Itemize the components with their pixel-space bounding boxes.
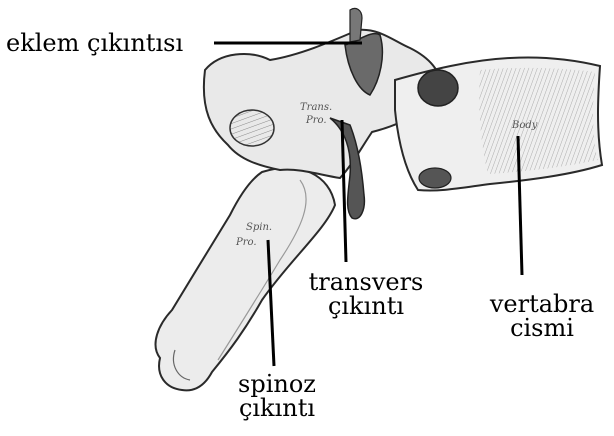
label-transverse-line1: transvers (296, 270, 436, 294)
label-vertebral-body: vertabra cismi (470, 292, 614, 340)
bone-text-trans-1: Trans. (300, 102, 332, 113)
label-vertebral-body-line1: vertabra (470, 292, 614, 316)
label-spinous-process: spinoz çıkıntı (222, 372, 332, 420)
bone-text-trans-2: Pro. (305, 115, 327, 126)
bone-text-spin-1: Spin. (246, 222, 272, 233)
label-transverse-process: transvers çıkıntı (296, 270, 436, 318)
label-transverse-line2: çıkıntı (296, 294, 436, 318)
label-vertebral-body-line2: cismi (470, 316, 614, 340)
bone-text-spin-2: Pro. (235, 237, 257, 248)
label-spinous-line1: spinoz (222, 372, 332, 396)
label-articular-process: eklem çıkıntısı (6, 31, 183, 55)
bone-text-body: Body (511, 120, 538, 131)
vertebral-body-bone: Body (395, 57, 602, 190)
label-spinous-line2: çıkıntı (222, 396, 332, 420)
